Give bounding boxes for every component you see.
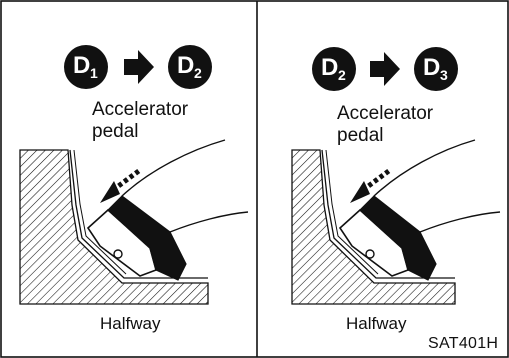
halfway-caption-2: Halfway (346, 314, 407, 333)
gear-letter: D (321, 54, 339, 81)
panel1-illustration (19, 139, 249, 305)
floor-hatch-2 (291, 149, 456, 305)
press-down-arrow-icon-1 (100, 167, 142, 203)
gear-number: 1 (90, 65, 98, 81)
gear-letter: D (423, 54, 441, 81)
accelerator-pedal-icon-1 (86, 195, 187, 281)
label-line1: Accelerator (337, 103, 434, 124)
gear-badge-from-1: D 1 (64, 45, 108, 89)
gear-badge-from-2: D 2 (312, 47, 356, 91)
press-down-arrow-icon-2 (350, 167, 392, 203)
firewall-line-2b (325, 149, 379, 275)
accelerator-pedal-icon-2 (338, 195, 437, 281)
figure-code: SAT401H (428, 335, 499, 352)
shoe-outline-1 (121, 139, 249, 233)
gear-badge-to-2: D 3 (414, 47, 458, 91)
gear-letter: D (73, 52, 91, 79)
gear-number: 3 (440, 67, 448, 83)
gear-number: 2 (338, 67, 346, 83)
shoe-outline-2 (373, 139, 501, 233)
halfway-caption-1: Halfway (100, 314, 161, 333)
label-line1: Accelerator (92, 99, 189, 120)
accelerator-pedal-label-1: Accelerator pedal (92, 99, 188, 143)
gear-badge-to-1: D 2 (168, 45, 212, 89)
gear-number: 2 (194, 65, 202, 81)
firewall-line-1b (73, 149, 127, 275)
right-arrow-icon-1 (124, 50, 154, 84)
right-arrow-icon-2 (370, 52, 400, 86)
firewall-line-1 (69, 149, 208, 279)
floor-hatch-1 (19, 149, 209, 305)
label-line2: pedal (92, 120, 139, 142)
firewall-line-2 (321, 149, 455, 279)
label-line2: pedal (337, 124, 384, 146)
accelerator-pedal-label-2: Accelerator pedal (337, 103, 433, 147)
gear-letter: D (177, 52, 195, 79)
panel2-illustration (291, 139, 501, 305)
